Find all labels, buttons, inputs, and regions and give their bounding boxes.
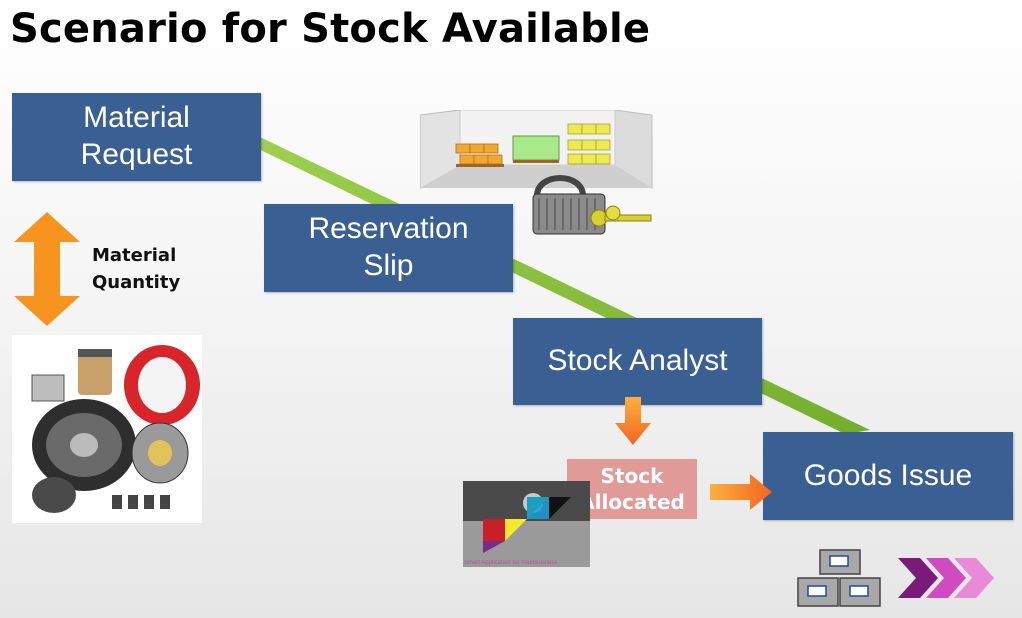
- material-quantity-label: Material Quantity: [92, 245, 181, 293]
- right-arrow-icon: [710, 474, 772, 510]
- double-arrow-icon: [14, 212, 80, 326]
- stock-analyst-box: Stock Analyst: [513, 318, 762, 405]
- page-title: Scenario for Stock Available: [10, 6, 651, 52]
- down-arrow-icon: [615, 397, 651, 445]
- fast-forward-chevrons-icon: [898, 558, 994, 598]
- filing-boxes-icon: [797, 549, 881, 607]
- machine-parts-image: [12, 335, 202, 523]
- stock-allocated-box: Stock Allocated: [567, 459, 697, 519]
- logo-caption: Smart Application for YourBusiness: [464, 560, 558, 566]
- reservation-slip-box: Reservation Slip: [264, 204, 513, 292]
- smart-app-logo: [463, 481, 590, 567]
- material-request-box: Material Request: [12, 93, 261, 181]
- goods-issue-box: Goods Issue: [763, 432, 1013, 520]
- padlock-keys-image: [532, 175, 652, 235]
- warehouse-pallets-image: [420, 110, 653, 189]
